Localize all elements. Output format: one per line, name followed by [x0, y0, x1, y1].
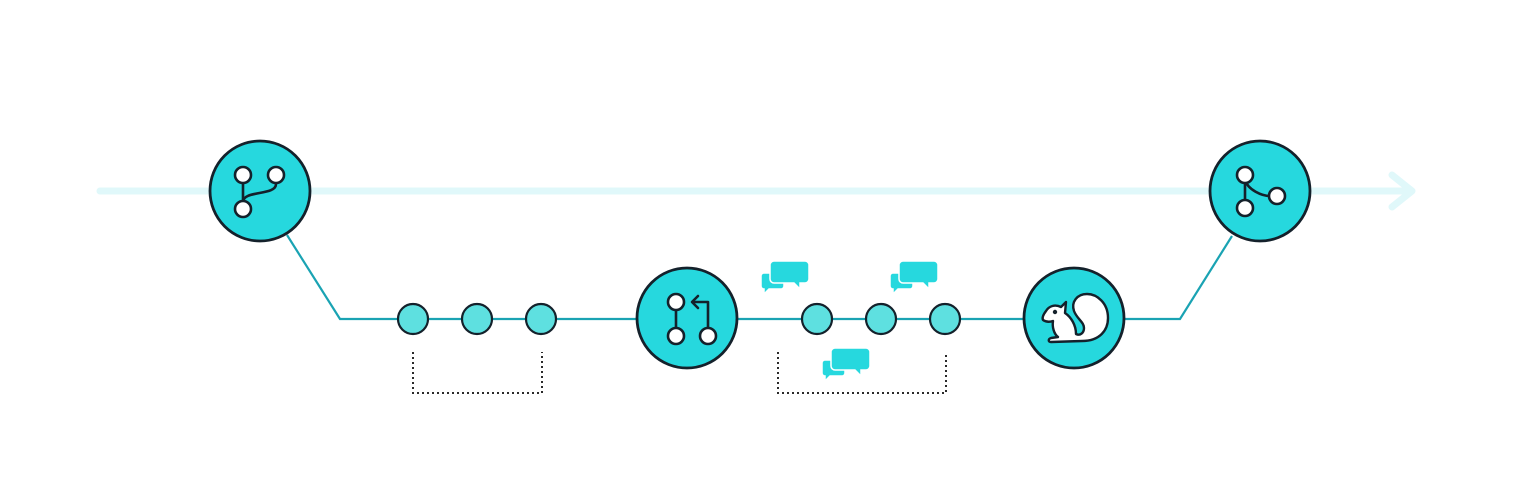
git-merge-icon	[1235, 165, 1287, 218]
commit-dot	[864, 302, 898, 336]
commit-dot	[800, 302, 834, 336]
git-branch-icon	[233, 165, 286, 219]
squirrel-icon	[1041, 292, 1110, 344]
comment-icon	[821, 347, 871, 383]
branch-line	[286, 234, 1233, 321]
commits-group-2	[800, 302, 962, 336]
commits-group-1-bracket	[412, 352, 543, 394]
commits-group-1	[396, 302, 558, 336]
commit-dot	[524, 302, 558, 336]
merge-node	[1208, 139, 1312, 243]
arrow-right-icon	[1388, 171, 1416, 211]
review-node	[1022, 266, 1126, 370]
comment-icon	[760, 260, 810, 296]
commit-dot	[460, 302, 494, 336]
comment-icon	[889, 260, 939, 296]
commit-dot	[928, 302, 962, 336]
pull-request-node	[635, 266, 739, 370]
main-line	[96, 171, 1416, 211]
branch-node	[208, 139, 312, 243]
commits-group-2-bracket	[777, 352, 947, 394]
commit-dot	[396, 302, 430, 336]
git-pull-request-icon	[666, 292, 718, 346]
